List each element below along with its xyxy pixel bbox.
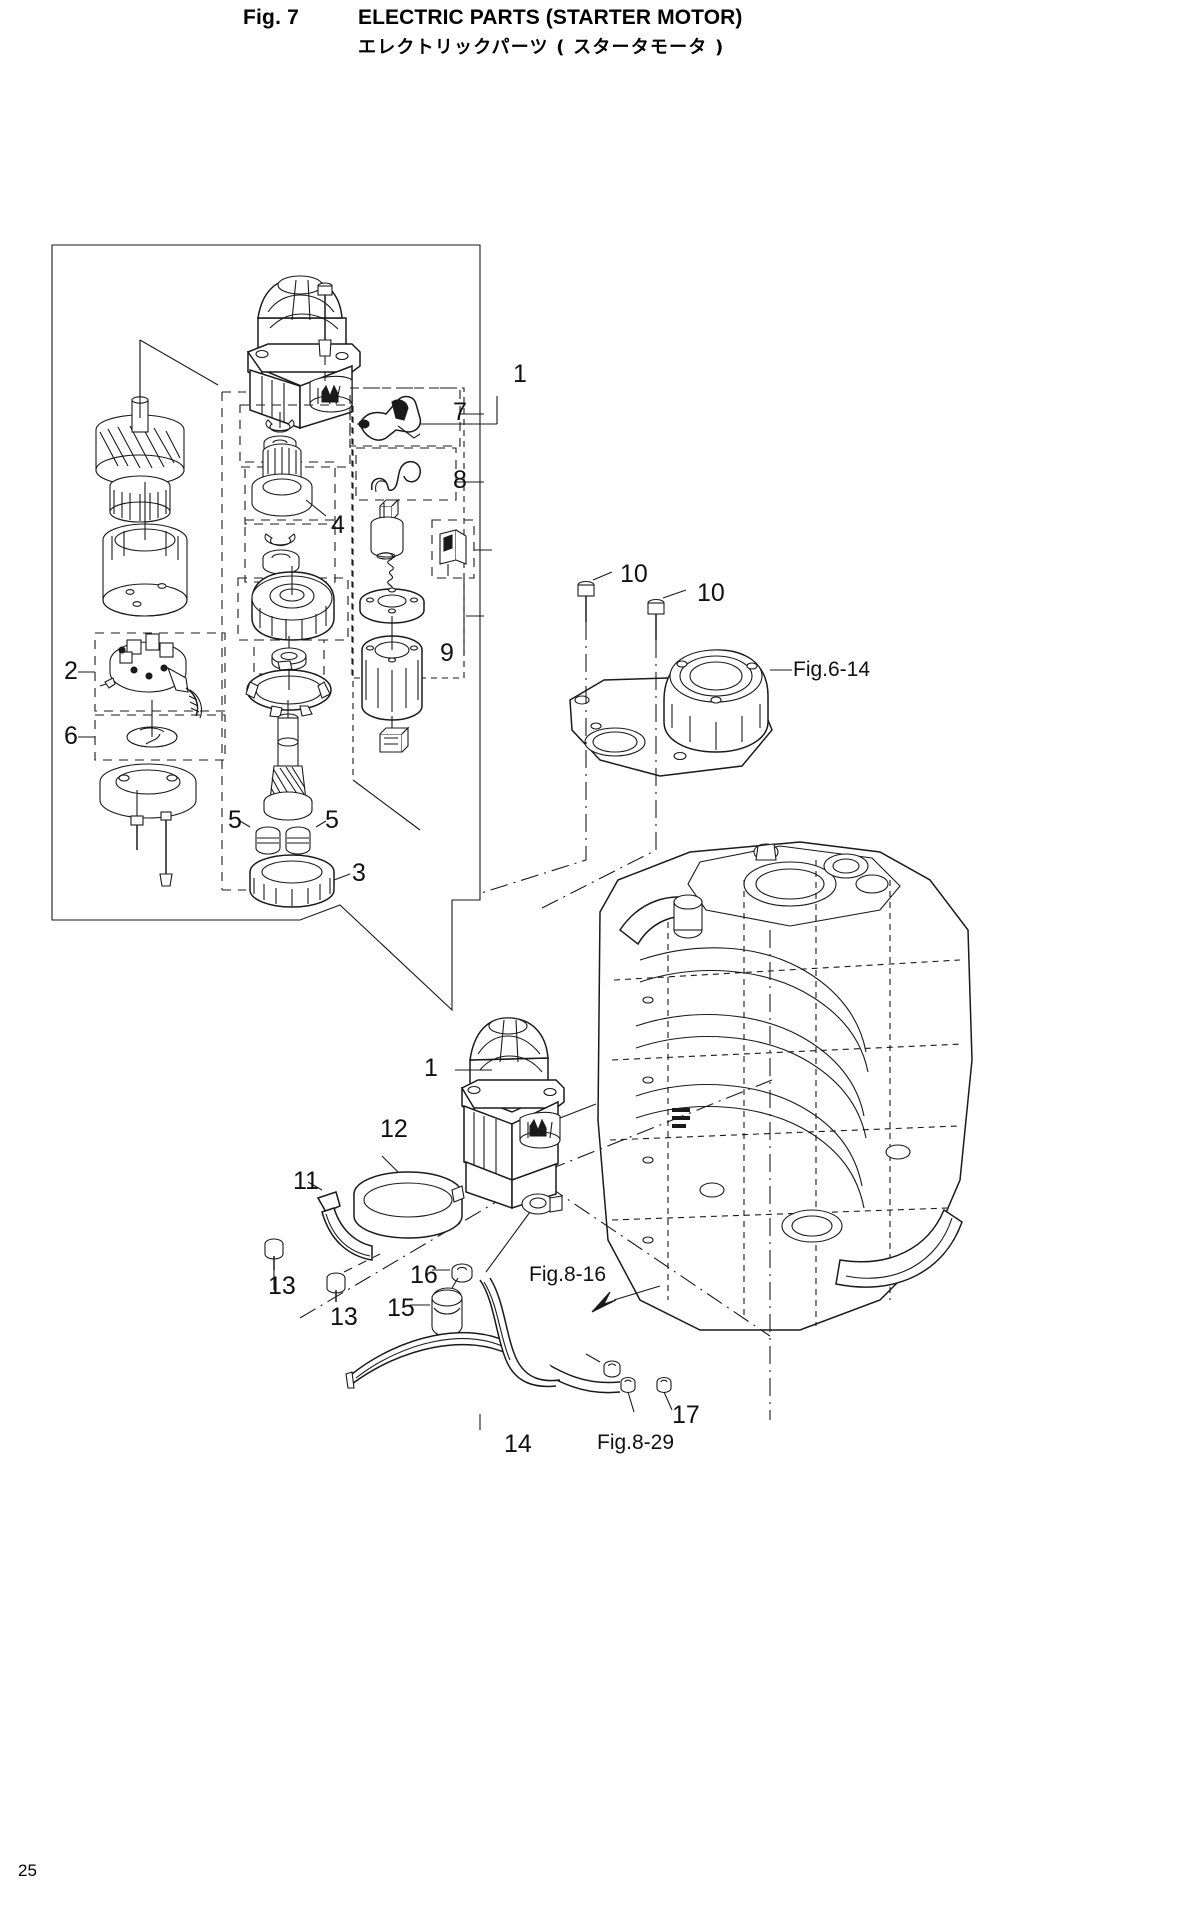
page-number: 25 [18, 1861, 37, 1880]
callout-1-engine: 1 [424, 1054, 438, 1082]
locator-line-starter-2 [547, 1185, 771, 1337]
drive-shaft-part [263, 700, 313, 821]
figure-title-english: ELECTRIC PARTS (STARTER MOTOR) [358, 6, 743, 29]
plunger-part [370, 498, 404, 558]
pinion-gear-group [244, 443, 336, 525]
bolt-10-right [647, 589, 687, 640]
bolt-13-left [264, 1238, 284, 1290]
brush-holder-group [78, 632, 226, 719]
fig-ref-8-29: Fig.8-29 [597, 1431, 675, 1454]
callout-4: 4 [331, 511, 345, 539]
exploded-view-frame [51, 244, 481, 1012]
callout-3: 3 [352, 859, 366, 887]
engine-mount-bracket-group [477, 571, 792, 909]
contact-set-group [431, 519, 492, 579]
starter-motor-assembly [455, 1017, 597, 1215]
brush-spring-group [239, 820, 327, 855]
drive-housing-part [237, 566, 349, 641]
callout-12: 12 [380, 1115, 408, 1143]
end-bracket-part [99, 763, 197, 887]
callout-7: 7 [453, 398, 467, 426]
motor-yoke-part [102, 482, 188, 617]
solenoid-group [246, 275, 361, 430]
callout-16: 16 [410, 1261, 438, 1289]
field-coil-part [361, 616, 423, 721]
fig-ref-8-16: Fig.8-16 [529, 1263, 607, 1286]
wire-clip-group [355, 447, 457, 501]
bolt-10-left [577, 571, 613, 622]
callout-1-assembly: 1 [513, 360, 527, 388]
solenoid-parts-group [351, 387, 465, 753]
ring-gear-part [249, 854, 351, 908]
shift-lever-group [349, 387, 461, 447]
callout-11: 11 [293, 1167, 319, 1195]
bolt-13-right [326, 1253, 381, 1302]
figure-title-japanese: エレクトリックパーツ ( スタータモータ ) [358, 37, 725, 58]
callout-17: 17 [672, 1401, 700, 1429]
callout-13-right: 13 [330, 1303, 358, 1331]
callout-5-left: 5 [228, 806, 242, 834]
starter-band-group [264, 1155, 465, 1302]
callout-5-right: 5 [325, 806, 339, 834]
callout-10-left: 10 [620, 560, 648, 588]
cable-terminals [585, 1353, 673, 1413]
figure-number: Fig. 7 [243, 6, 300, 29]
callout-14: 14 [504, 1430, 532, 1458]
armature-group [95, 339, 219, 617]
assembly-bracket-lines [221, 391, 498, 891]
clutch-ring-part [245, 660, 332, 718]
retaining-clip-group [78, 700, 226, 761]
flange-plate-part [359, 587, 425, 624]
fig-8-16-arrow [591, 1285, 661, 1313]
washer-part [253, 636, 325, 675]
callout-2: 2 [64, 657, 78, 685]
label-leader-lines-right [456, 413, 484, 654]
callout-10-right: 10 [697, 579, 725, 607]
callout-6: 6 [64, 722, 78, 750]
callout-8: 8 [453, 466, 467, 494]
locator-line-starter [547, 1079, 773, 1171]
armature-part [95, 340, 185, 523]
terminal-part [379, 716, 410, 753]
engine-fittings [673, 894, 911, 1243]
callout-9: 9 [440, 639, 454, 667]
fig-ref-6-14: Fig.6-14 [793, 658, 871, 681]
callout-15: 15 [387, 1294, 415, 1322]
cable-harness-group [345, 1211, 673, 1430]
engine-block-assembly [597, 841, 973, 1331]
callout-13-left: 13 [268, 1272, 296, 1300]
